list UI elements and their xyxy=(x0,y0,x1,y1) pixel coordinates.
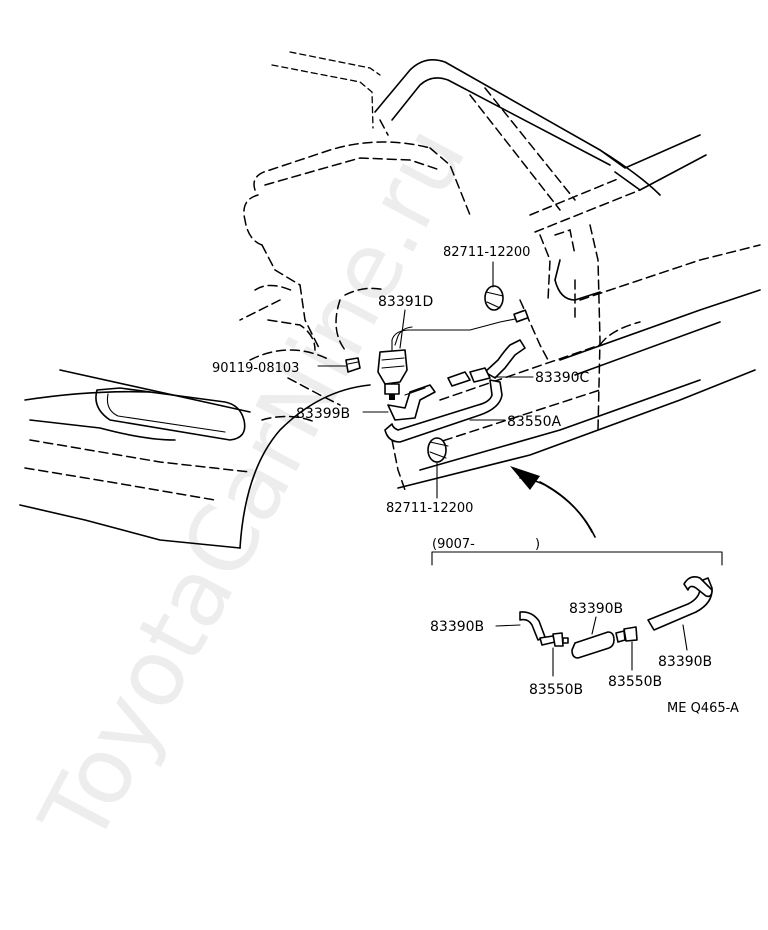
inset-range-label: (9007- xyxy=(432,537,475,552)
label-bracket: 83399B xyxy=(296,406,350,422)
engine-outline xyxy=(239,141,641,491)
label-clip-top: 82711-12200 xyxy=(443,245,530,260)
car-body xyxy=(19,244,761,549)
label-bolt: 90119-08103 xyxy=(212,361,299,376)
label-hose-c: 83390C xyxy=(535,370,590,386)
label-inset-joint-left: 83550B xyxy=(529,682,583,698)
windshield-frame xyxy=(271,51,707,233)
motor-bracket xyxy=(387,384,436,421)
inset-hoses xyxy=(519,576,713,659)
clip-bottom xyxy=(427,437,449,463)
hose-83390c xyxy=(447,339,526,387)
leader-lines xyxy=(317,261,534,499)
watermark: ToyotaCarNine.ru xyxy=(19,110,486,861)
bolt-part xyxy=(345,357,361,373)
part-labels: 82711-12200 83391D 90119-08103 83390C 83… xyxy=(212,245,739,716)
label-inset-hose-left: 83390B xyxy=(430,619,484,635)
inset-range-close: ) xyxy=(535,537,540,552)
label-inset-hose-right: 83390B xyxy=(658,654,712,670)
hose-83550a xyxy=(384,379,503,443)
washer-reservoir xyxy=(554,259,601,301)
label-inset-hose-mid: 83390B xyxy=(569,601,623,617)
view-arrow xyxy=(510,466,596,538)
inset-leaders xyxy=(495,616,688,677)
inset-bracket xyxy=(431,551,723,566)
figure-code: ME Q465-A xyxy=(667,701,739,716)
label-hose-a: 83550A xyxy=(507,414,562,430)
label-clip-bottom: 82711-12200 xyxy=(386,501,473,516)
clip-top xyxy=(484,285,504,311)
label-washer-motor: 83391D xyxy=(378,294,433,310)
label-inset-joint-right: 83550B xyxy=(608,674,662,690)
